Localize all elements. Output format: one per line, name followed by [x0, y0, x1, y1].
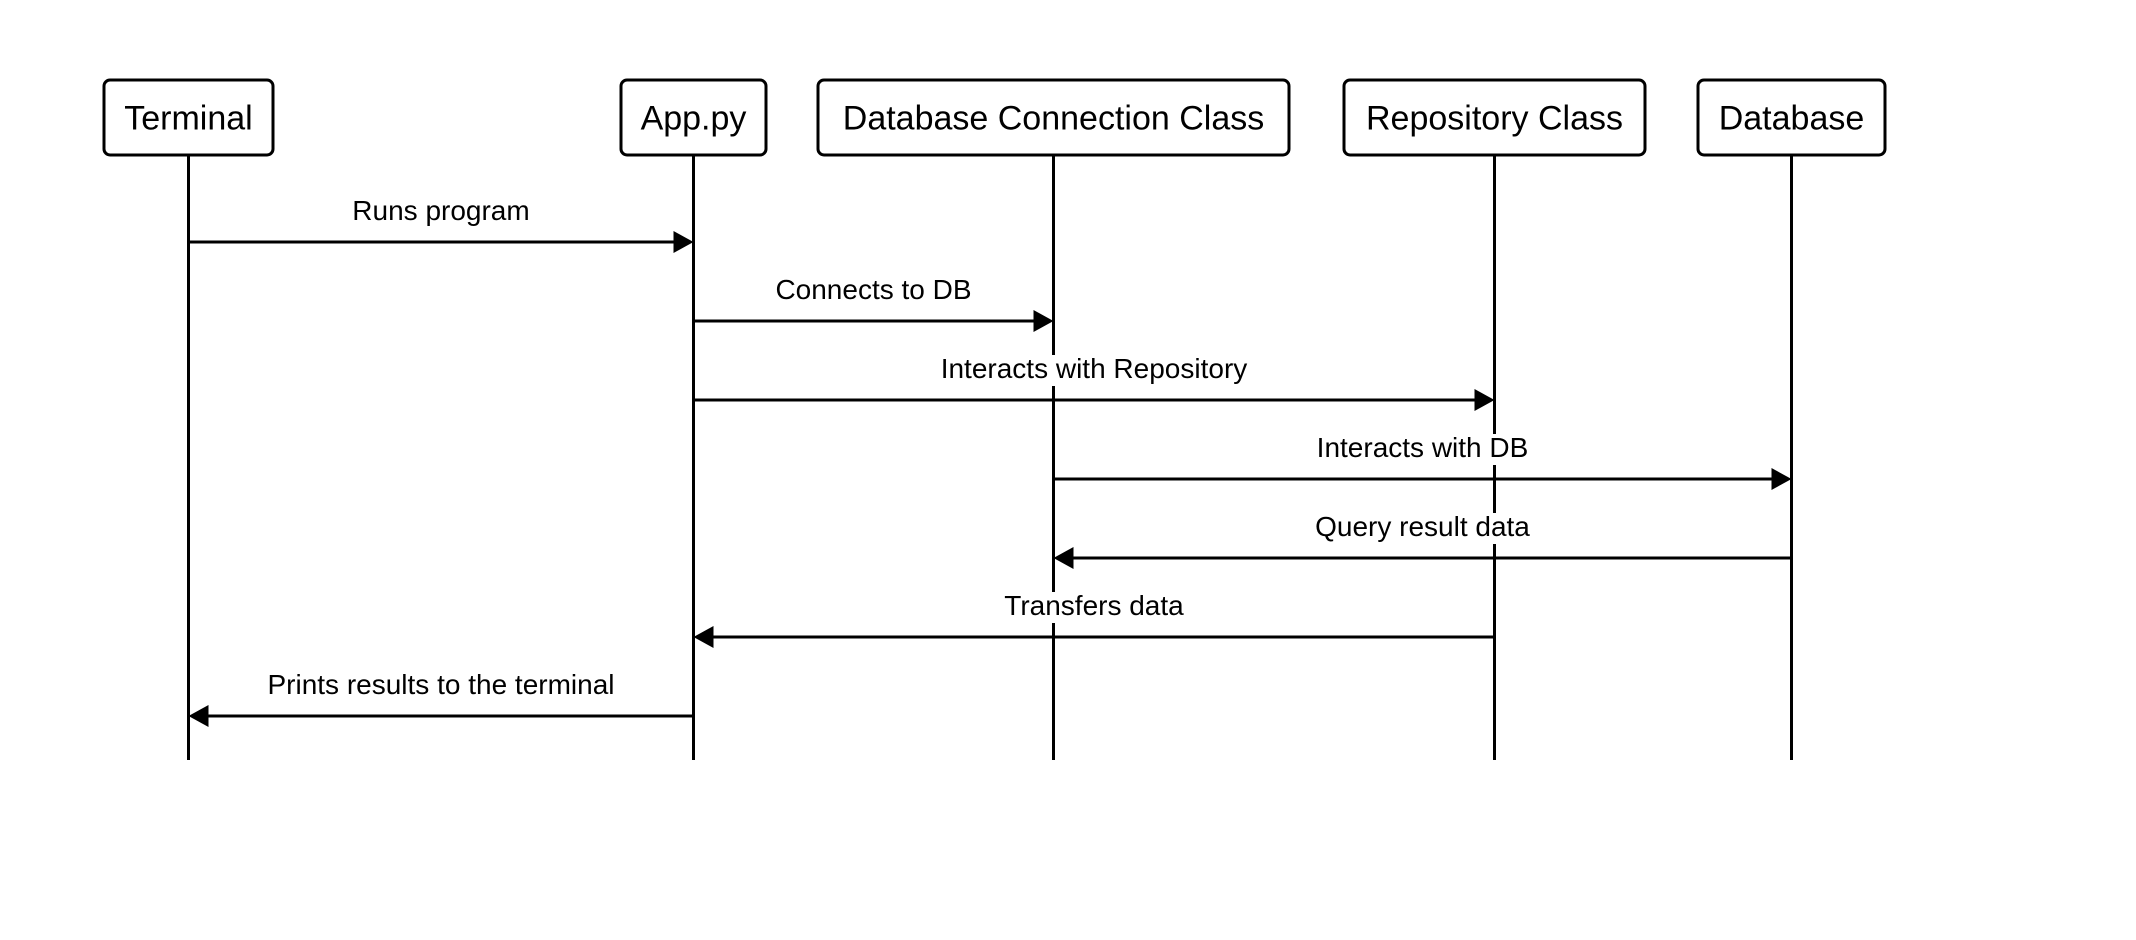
participant-label: Repository Class: [1366, 100, 1623, 138]
participant-terminal: Terminal: [102, 78, 275, 157]
participant-db: Database: [1696, 78, 1887, 157]
message-4: Interacts with DB: [1053, 432, 1792, 490]
arrowhead-icon: [188, 705, 209, 727]
message-6: Transfers data: [693, 590, 1495, 648]
message-label-background: [350, 197, 532, 228]
participant-box: [102, 78, 275, 157]
message-label-background: [1313, 513, 1533, 544]
message-3: Interacts with Repository: [693, 353, 1495, 411]
participant-box: [619, 78, 768, 157]
participants: Terminal App.py Database Connection Class R…: [102, 78, 1887, 157]
message-5: Query result data: [1053, 511, 1792, 569]
arrowhead-icon: [673, 231, 694, 253]
message-label-background: [1314, 434, 1531, 465]
participant-label: Database Connection Class: [843, 100, 1264, 138]
participant-app: App.py: [619, 78, 768, 157]
message-label-background: [773, 276, 974, 307]
message-label: Prints results to the terminal: [267, 669, 614, 700]
participant-label: Terminal: [124, 100, 252, 138]
message-label-background: [1002, 592, 1187, 623]
message-label: Interacts with DB: [1317, 432, 1529, 463]
participant-box: [1342, 78, 1647, 157]
participant-box: [1696, 78, 1887, 157]
arrowhead-icon: [693, 626, 714, 648]
arrowhead-icon: [1474, 389, 1495, 411]
message-label: Transfers data: [1004, 590, 1184, 621]
message-1: Runs program: [188, 195, 694, 253]
message-2: Connects to DB: [693, 274, 1054, 332]
message-label-background: [265, 671, 617, 702]
participant-label: Database: [1719, 100, 1865, 138]
message-label: Runs program: [352, 195, 529, 226]
arrowhead-icon: [1771, 468, 1792, 490]
message-label: Query result data: [1315, 511, 1530, 542]
arrowhead-icon: [1053, 547, 1074, 569]
arrowhead-icon: [1033, 310, 1054, 332]
message-7: Prints results to the terminal: [188, 669, 694, 727]
participant-box: [816, 78, 1291, 157]
message-label: Connects to DB: [775, 274, 971, 305]
lifelines: [187, 155, 1793, 760]
participant-dbconn: Database Connection Class: [816, 78, 1291, 157]
participant-repo: Repository Class: [1342, 78, 1647, 157]
participant-label: App.py: [641, 100, 747, 138]
message-label: Interacts with Repository: [941, 353, 1248, 384]
message-label-background: [938, 355, 1250, 386]
